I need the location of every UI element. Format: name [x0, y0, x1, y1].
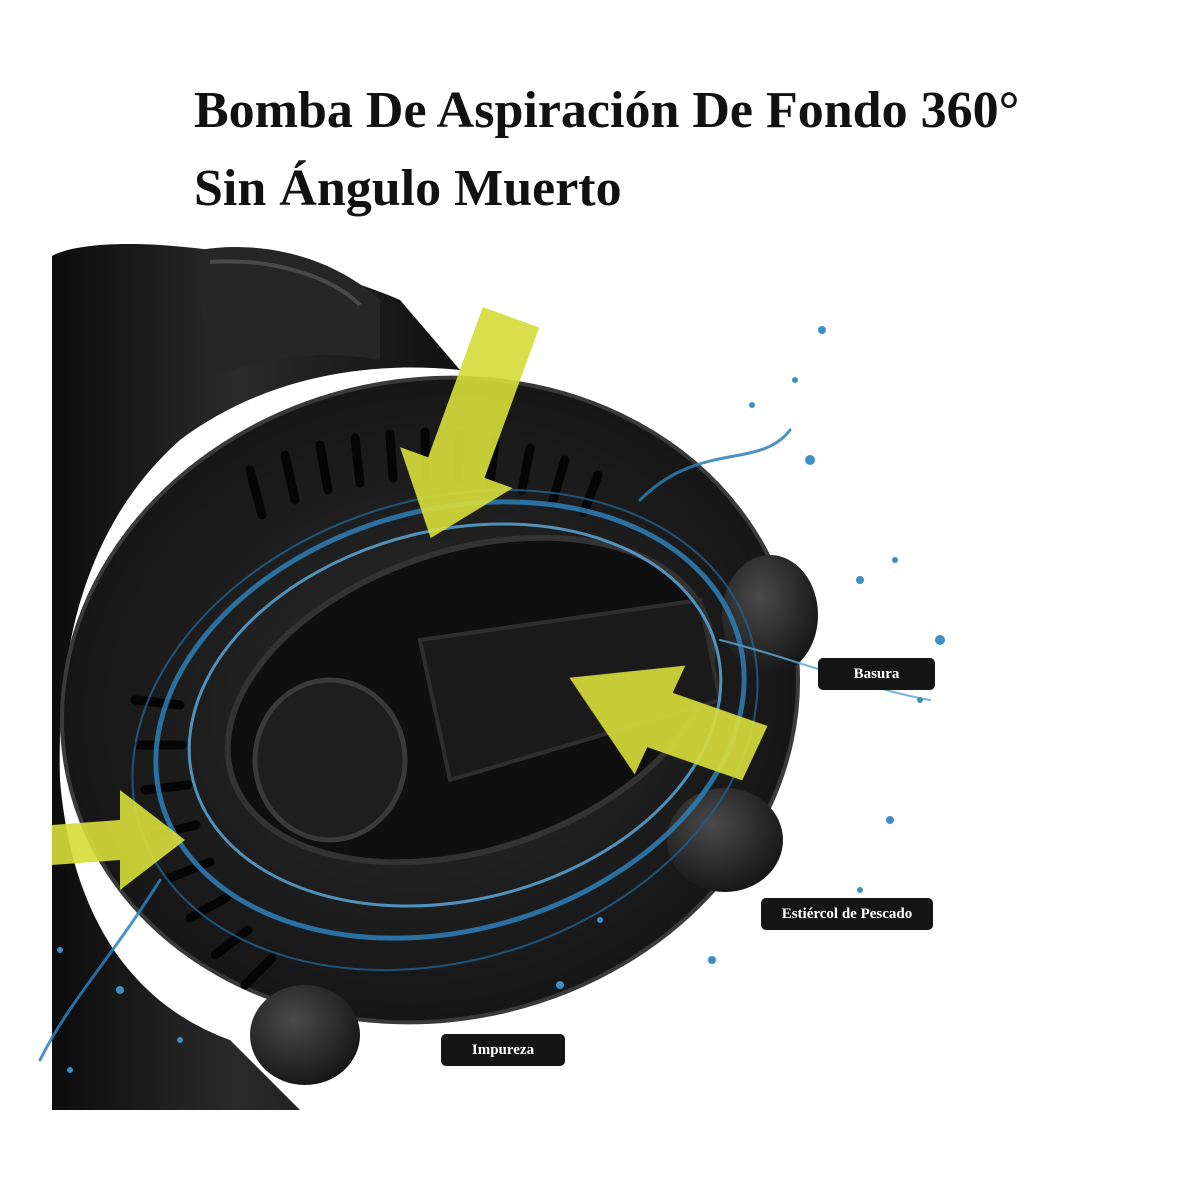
water-swirl — [38, 428, 931, 1062]
label-basura: Basura — [818, 658, 935, 690]
water-droplets — [57, 326, 945, 1073]
title-line-1: Bomba De Aspiración De Fondo 360° — [194, 82, 1020, 139]
flow-arrows — [52, 306, 768, 890]
label-impureza: Impureza — [441, 1034, 565, 1066]
label-estiercol: Estiércol de Pescado — [761, 898, 933, 930]
pump-body — [52, 244, 460, 1110]
page-title: Bomba De Aspiración De Fondo 360° Sin Án… — [194, 72, 1154, 228]
title-line-2: Sin Ángulo Muerto — [194, 160, 622, 217]
suction-cups — [250, 555, 818, 1085]
